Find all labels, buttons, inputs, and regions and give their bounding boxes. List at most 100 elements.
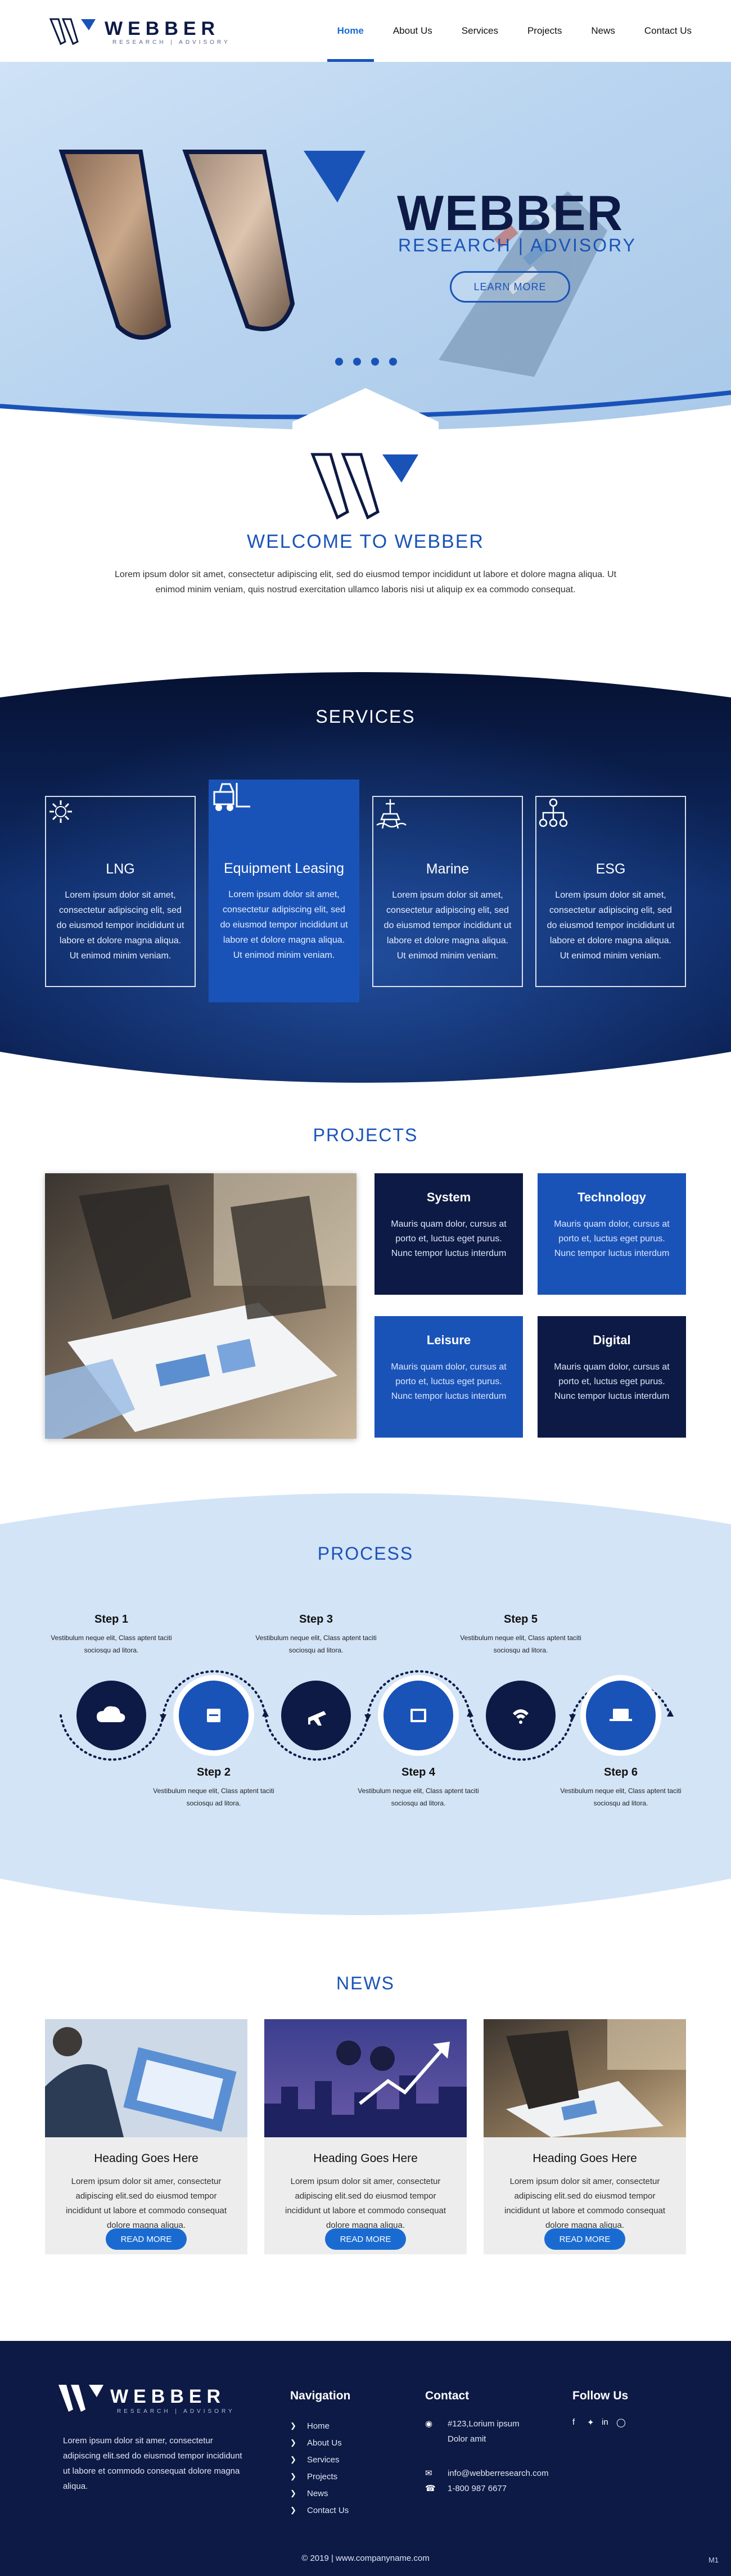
process-section: PROCESS Step 1 Vestibulum neque elit, Cl… (0, 1490, 731, 1929)
read-more-button[interactable]: READ MORE (106, 2228, 187, 2250)
read-more-button[interactable]: READ MORE (325, 2228, 406, 2250)
footer-link-services[interactable]: ❯Services (290, 2455, 340, 2465)
hero-banner: WEBBER RESEARCH | ADVISORY LEARN MORE (0, 62, 731, 450)
service-card-equipment-leasing[interactable]: Equipment Leasing Lorem ipsum dolor sit … (209, 780, 359, 1002)
nav-projects[interactable]: Projects (527, 25, 562, 36)
step-text: Vestibulum neque elit, Class aptent taci… (51, 1634, 172, 1654)
process-background (0, 1493, 731, 1915)
carousel-dot-4[interactable] (389, 358, 397, 366)
footer-about-text: Lorem ipsum dolor sit amer, consectetur … (63, 2436, 242, 2491)
step-1: Step 1 Vestibulum neque elit, Class apte… (44, 1613, 179, 1656)
project-title: Technology (577, 1190, 646, 1204)
carousel-dot-2[interactable] (353, 358, 361, 366)
read-more-button[interactable]: READ MORE (544, 2228, 625, 2250)
project-title: Leisure (426, 1333, 471, 1347)
step-title: Step 4 (401, 1766, 436, 1778)
footer-link-contact-us[interactable]: ❯Contact Us (290, 2505, 349, 2515)
service-title: Marine (426, 861, 470, 877)
site-footer: WEBBER RESEARCH | ADVISORY Lorem ipsum d… (0, 2341, 731, 2576)
footer-link-home[interactable]: ❯Home (290, 2421, 330, 2431)
carousel-dots (335, 358, 407, 366)
chevron-right-icon: ❯ (290, 2489, 296, 2497)
step-title: Step 1 (94, 1613, 129, 1625)
chevron-right-icon: ❯ (290, 2472, 296, 2480)
facebook-icon[interactable]: f (572, 2417, 575, 2427)
footer-email[interactable]: ✉info@webberresearch.com (425, 2466, 554, 2481)
service-title: ESG (595, 861, 626, 877)
services-background (0, 672, 731, 1083)
step-title: Step 3 (299, 1613, 333, 1625)
footer-brand-tagline: RESEARCH | ADVISORY (117, 2408, 235, 2415)
news-text: Lorem ipsum dolor sit amer, consectetur … (285, 2177, 446, 2230)
project-card-digital[interactable]: Digital Mauris quam dolor, cursus at por… (538, 1316, 686, 1438)
chevron-right-icon: ❯ (290, 2438, 296, 2447)
step-5: Step 5 Vestibulum neque elit, Class apte… (453, 1613, 588, 1656)
brand-name[interactable]: WEBBER (105, 18, 220, 39)
step-6: Step 6 Vestibulum neque elit, Class apte… (553, 1766, 688, 1809)
step-text: Vestibulum neque elit, Class aptent taci… (560, 1787, 682, 1807)
step-text: Vestibulum neque elit, Class aptent taci… (153, 1787, 274, 1807)
footer-link-news[interactable]: ❯News (290, 2488, 328, 2498)
service-card-marine[interactable]: Marine Lorem ipsum dolor sit amet, conse… (372, 796, 523, 987)
carousel-dot-1[interactable] (335, 358, 343, 366)
step-2: Step 2 Vestibulum neque elit, Class apte… (146, 1766, 281, 1809)
site-header: WEBBER RESEARCH | ADVISORY Home About Us… (0, 0, 731, 62)
footer-brand-name: WEBBER (110, 2386, 226, 2407)
news-image (484, 2019, 686, 2137)
projects-title: PROJECTS (313, 1125, 418, 1145)
hero-title: WEBBER (397, 185, 624, 241)
service-text: Lorem ipsum dolor sit amet, consectetur … (220, 890, 348, 960)
footer-logo-icon[interactable] (56, 2383, 105, 2414)
news-card-3[interactable]: Heading Goes Here Lorem ipsum dolor sit … (484, 2019, 686, 2254)
service-text: Lorem ipsum dolor sit amet, consectetur … (547, 890, 675, 961)
project-card-technology[interactable]: Technology Mauris quam dolor, cursus at … (538, 1173, 686, 1295)
nav-contact-us[interactable]: Contact Us (644, 25, 692, 36)
nav-services[interactable]: Services (461, 25, 498, 36)
news-card-2[interactable]: Heading Goes Here Lorem ipsum dolor sit … (264, 2019, 467, 2254)
carousel-dot-3[interactable] (371, 358, 379, 366)
linkedin-icon[interactable]: in (602, 2417, 608, 2427)
service-card-esg[interactable]: ESG Lorem ipsum dolor sit amet, consecte… (535, 796, 686, 987)
service-card-lng[interactable]: LNG Lorem ipsum dolor sit amet, consecte… (45, 796, 196, 987)
news-image (45, 2019, 247, 2137)
brand-tagline: RESEARCH | ADVISORY (112, 39, 231, 46)
laptop-icon (613, 1709, 629, 1719)
service-text: Lorem ipsum dolor sit amet, consectetur … (56, 890, 184, 961)
step-title: Step 5 (503, 1613, 538, 1625)
footer-link-about-us[interactable]: ❯About Us (290, 2438, 342, 2448)
project-title: System (426, 1190, 471, 1204)
gear-icon (46, 800, 195, 853)
project-title: Digital (593, 1333, 631, 1347)
airplane-icon (308, 1711, 326, 1726)
nav-home[interactable]: Home (327, 0, 374, 62)
welcome-logo-icon (310, 453, 418, 520)
chevron-right-icon: ❯ (290, 2455, 296, 2464)
footer-phone[interactable]: ☎1-800 987 6677 (425, 2481, 554, 2496)
step-4: Step 4 Vestibulum neque elit, Class apte… (351, 1766, 486, 1809)
learn-more-button[interactable]: LEARN MORE (450, 271, 570, 303)
network-nodes-icon (536, 798, 685, 853)
step-text: Vestibulum neque elit, Class aptent taci… (358, 1787, 479, 1807)
twitter-icon[interactable]: ✦ (587, 2418, 594, 2428)
project-card-leisure[interactable]: Leisure Mauris quam dolor, cursus at por… (374, 1316, 523, 1438)
webber-logo-icon[interactable] (48, 17, 97, 46)
chevron-right-icon: ❯ (290, 2506, 296, 2514)
footer-contact-title: Contact (425, 2389, 470, 2402)
service-text: Lorem ipsum dolor sit amet, consectetur … (383, 890, 512, 961)
hero-subtitle: RESEARCH | ADVISORY (398, 235, 637, 255)
step-title: Step 6 (603, 1766, 638, 1778)
nav-about-us[interactable]: About Us (392, 25, 432, 36)
services-section: SERVICES LNG Lorem ipsum dolor sit amet,… (0, 669, 731, 1097)
instagram-icon[interactable]: ◯ (616, 2418, 626, 2428)
step-title: Step 2 (196, 1766, 231, 1778)
offshore-rig-icon (373, 799, 522, 853)
news-text: Lorem ipsum dolor sit amer, consectetur … (504, 2177, 665, 2230)
footer-link-projects[interactable]: ❯Projects (290, 2471, 338, 2482)
project-text: Mauris quam dolor, cursus at porto et, l… (554, 1362, 670, 1401)
footer-nav: ❯Home ❯About Us ❯Services ❯Projects ❯New… (290, 2417, 349, 2519)
project-card-system[interactable]: System Mauris quam dolor, cursus at port… (374, 1173, 523, 1295)
nav-news[interactable]: News (591, 25, 615, 36)
welcome-text: Lorem ipsum dolor sit amet, consectetur … (114, 570, 617, 595)
news-title: NEWS (336, 1973, 395, 1993)
news-card-1[interactable]: Heading Goes Here Lorem ipsum dolor sit … (45, 2019, 247, 2254)
